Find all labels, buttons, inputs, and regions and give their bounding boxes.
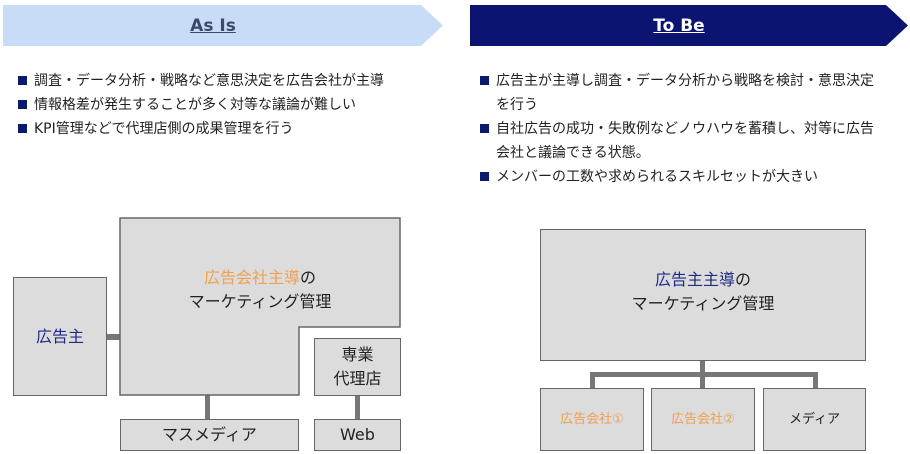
bullet-text: 自社広告の成功・失敗例などノウハウを蓄積し、対等に広告会社と議論できる状態。 <box>496 121 874 161</box>
bullet-item: 自社広告の成功・失敗例などノウハウを蓄積し、対等に広告会社と議論できる状態。 <box>480 117 875 165</box>
chevron-shape <box>470 5 908 46</box>
to-be-title: To Be <box>653 15 705 36</box>
highlight-text: 広告主主導 <box>654 270 735 289</box>
mass-media-box: マスメディア <box>120 419 299 451</box>
to-be-bullets: 広告主が主導し調査・データ分析から戦略を検討・意思決定を行う 自社広告の成功・失… <box>480 69 875 189</box>
bullet-square-icon <box>18 124 27 133</box>
mass-media-label: マスメディア <box>162 425 257 444</box>
line2-text: マーケティング管理 <box>631 294 775 313</box>
highlight-text: 広告会社主導 <box>203 268 300 287</box>
bullet-square-icon <box>18 100 27 109</box>
bullet-item: 情報格差が発生することが多く対等な議論が難しい <box>18 93 438 117</box>
specialized-agency-box: 専業代理店 <box>314 338 401 396</box>
bullet-text: KPI管理などで代理店側の成果管理を行う <box>34 121 294 137</box>
agency-led-box <box>119 217 401 396</box>
agency2-label: 広告会社② <box>671 411 735 427</box>
connector-line <box>813 372 818 389</box>
bullet-item: メンバーの工数や求められるスキルセットが大きい <box>480 165 875 189</box>
bullet-square-icon <box>480 172 489 181</box>
agency-led-label: 広告会社主導のマーケティング管理 <box>150 266 370 314</box>
agency2-box: 広告会社② <box>651 388 755 451</box>
bullet-square-icon <box>480 76 489 85</box>
chevron-shape <box>3 5 443 46</box>
line2-text: マーケティング管理 <box>188 292 332 311</box>
agency-line1: 専業 <box>341 345 374 364</box>
suffix-text: の <box>300 268 317 287</box>
bullet-square-icon <box>18 76 27 85</box>
bullet-text: 広告主が主導し調査・データ分析から戦略を検討・意思決定を行う <box>496 73 874 113</box>
agency-line2: 代理店 <box>333 369 382 388</box>
as-is-title: As Is <box>190 15 236 36</box>
connector-line <box>205 394 210 420</box>
bullet-text: 情報格差が発生することが多く対等な議論が難しい <box>34 97 356 113</box>
media-label: メディア <box>788 411 841 427</box>
media-box: メディア <box>763 388 866 451</box>
advertiser-led-box: 広告主主導のマーケティング管理 <box>540 229 866 361</box>
connector-line <box>590 372 595 389</box>
advertiser-label: 広告主 <box>35 326 84 346</box>
connector-line <box>590 372 818 377</box>
to-be-header: To Be <box>470 5 908 46</box>
web-label: Web <box>340 425 375 444</box>
bullet-item: KPI管理などで代理店側の成果管理を行う <box>18 117 438 141</box>
agency1-label: 広告会社① <box>560 411 624 427</box>
connector-line <box>355 394 360 420</box>
bullet-text: 調査・データ分析・戦略など意思決定を広告会社が主導 <box>34 73 384 89</box>
bullet-square-icon <box>480 124 489 133</box>
bullet-item: 調査・データ分析・戦略など意思決定を広告会社が主導 <box>18 69 438 93</box>
as-is-header: As Is <box>3 5 443 46</box>
suffix-text: の <box>735 270 752 289</box>
as-is-bullets: 調査・データ分析・戦略など意思決定を広告会社が主導 情報格差が発生することが多く… <box>18 69 438 141</box>
bullet-item: 広告主が主導し調査・データ分析から戦略を検討・意思決定を行う <box>480 69 875 117</box>
web-box: Web <box>314 419 401 451</box>
bullet-text: メンバーの工数や求められるスキルセットが大きい <box>496 169 818 185</box>
connector-line <box>105 334 121 340</box>
agency1-box: 広告会社① <box>540 388 644 451</box>
advertiser-box: 広告主 <box>13 277 107 396</box>
